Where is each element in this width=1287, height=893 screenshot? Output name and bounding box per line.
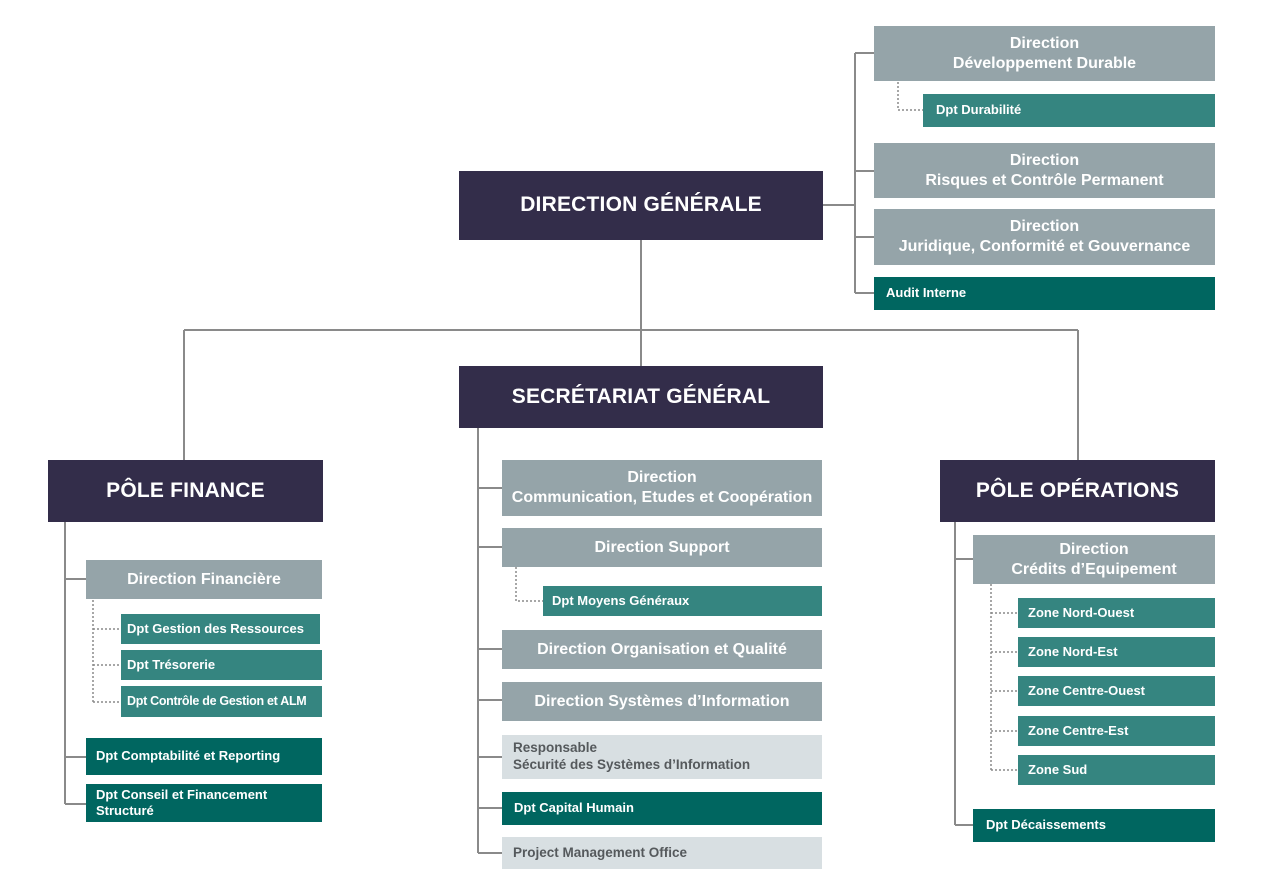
dpt-decaissements-label: Dpt Décaissements: [986, 817, 1106, 833]
direction-organisation-box: Direction Organisation et Qualité: [502, 630, 822, 669]
direction-developpement-durable-line1: Direction: [1009, 34, 1080, 52]
dpt-moyens-generaux-label: Dpt Moyens Généraux: [552, 592, 690, 608]
zone-label: Zone Nord-Ouest: [1028, 604, 1135, 620]
zone-box: Zone Centre-Ouest: [1018, 676, 1215, 706]
direction-credits-equipement-line1: Direction: [1059, 540, 1129, 558]
direction-developpement-durable-line2: Développement Durable: [952, 54, 1137, 72]
direction-juridique-line1: Direction: [1009, 218, 1080, 235]
responsable-ssi-box: Responsable Sécurité des Systèmes d’Info…: [502, 735, 822, 779]
dpt-conseil-financement-box: Dpt Conseil et Financement Structuré: [86, 784, 322, 822]
zone-label: Zone Centre-Est: [1028, 722, 1129, 738]
direction-developpement-durable-box: Direction Développement Durable: [874, 26, 1215, 81]
dpt-tresorerie-box: Dpt Trésorerie: [121, 650, 322, 680]
pole-finance-title: PÔLE FINANCE: [106, 478, 265, 502]
direction-risques-box: Direction Risques et Contrôle Permanent: [874, 143, 1215, 198]
direction-financiere-box: Direction Financière: [86, 560, 322, 599]
zone-box: Zone Centre-Est: [1018, 716, 1215, 746]
pole-operations-box: PÔLE OPÉRATIONS: [940, 460, 1215, 522]
secretariat-general-title: SECRÉTARIAT GÉNÉRAL: [511, 384, 771, 408]
direction-systemes-information-box: Direction Systèmes d’Information: [502, 682, 822, 721]
dpt-durabilite-box: Dpt Durabilité: [923, 94, 1215, 127]
direction-credits-equipement-line2: Crédits d’Equipement: [1011, 560, 1177, 578]
dpt-controle-gestion-box: Dpt Contrôle de Gestion et ALM: [121, 686, 322, 717]
direction-financiere-label: Direction Financière: [127, 570, 281, 588]
dpt-comptabilite-label: Dpt Comptabilité et Reporting: [96, 748, 281, 764]
direction-juridique-line2: Juridique, Conformité et Gouvernance: [898, 238, 1191, 255]
dpt-capital-humain-box: Dpt Capital Humain: [502, 792, 822, 825]
dpt-gestion-ressources-box: Dpt Gestion des Ressources: [121, 614, 320, 644]
direction-risques-line2: Risques et Contrôle Permanent: [925, 171, 1164, 189]
dpt-moyens-generaux-box: Dpt Moyens Généraux: [543, 586, 822, 616]
secretariat-general-box: SECRÉTARIAT GÉNÉRAL: [459, 366, 823, 428]
zone-label: Zone Sud: [1028, 761, 1088, 777]
zone-box: Zone Nord-Ouest: [1018, 598, 1215, 628]
pole-finance-box: PÔLE FINANCE: [48, 460, 323, 522]
dpt-conseil-financement-line1: Dpt Conseil et Financement: [96, 786, 268, 802]
direction-risques-line1: Direction: [1009, 151, 1080, 169]
zone-label: Zone Centre-Ouest: [1028, 682, 1146, 698]
direction-generale-title: DIRECTION GÉNÉRALE: [520, 193, 762, 217]
direction-communication-box: Direction Communication, Etudes et Coopé…: [502, 460, 822, 516]
dpt-decaissements-box: Dpt Décaissements: [973, 809, 1215, 842]
pole-operations-title: PÔLE OPÉRATIONS: [975, 478, 1180, 502]
dpt-conseil-financement-line2: Structuré: [96, 803, 154, 818]
dpt-tresorerie-label: Dpt Trésorerie: [127, 656, 216, 672]
zone-box: Zone Sud: [1018, 755, 1215, 785]
audit-interne-box: Audit Interne: [874, 277, 1215, 310]
direction-communication-line1: Direction: [627, 469, 697, 486]
direction-juridique-box: Direction Juridique, Conformité et Gouve…: [874, 209, 1215, 265]
direction-organisation-label: Direction Organisation et Qualité: [537, 640, 787, 658]
dpt-controle-gestion-label: Dpt Contrôle de Gestion et ALM: [127, 693, 307, 708]
direction-support-box: Direction Support: [502, 528, 822, 567]
direction-credits-equipement-box: Direction Crédits d’Equipement: [973, 535, 1215, 584]
responsable-ssi-line1: Responsable: [513, 740, 598, 756]
direction-systemes-information-label: Direction Systèmes d’Information: [534, 692, 790, 710]
dpt-capital-humain-label: Dpt Capital Humain: [514, 800, 634, 816]
direction-communication-line2: Communication, Etudes et Coopération: [511, 489, 813, 506]
dpt-durabilite-label: Dpt Durabilité: [936, 102, 1022, 118]
zone-label: Zone Nord-Est: [1028, 643, 1118, 659]
zone-box: Zone Nord-Est: [1018, 637, 1215, 667]
direction-support-label: Direction Support: [594, 538, 730, 556]
dpt-gestion-ressources-label: Dpt Gestion des Ressources: [127, 620, 304, 636]
audit-interne-label: Audit Interne: [886, 285, 967, 301]
responsable-ssi-line2: Sécurité des Systèmes d’Information: [513, 757, 751, 772]
direction-generale-box: DIRECTION GÉNÉRALE: [459, 171, 823, 240]
project-management-office-label: Project Management Office: [513, 844, 688, 860]
dpt-comptabilite-box: Dpt Comptabilité et Reporting: [86, 738, 322, 775]
project-management-office-box: Project Management Office: [502, 837, 822, 869]
